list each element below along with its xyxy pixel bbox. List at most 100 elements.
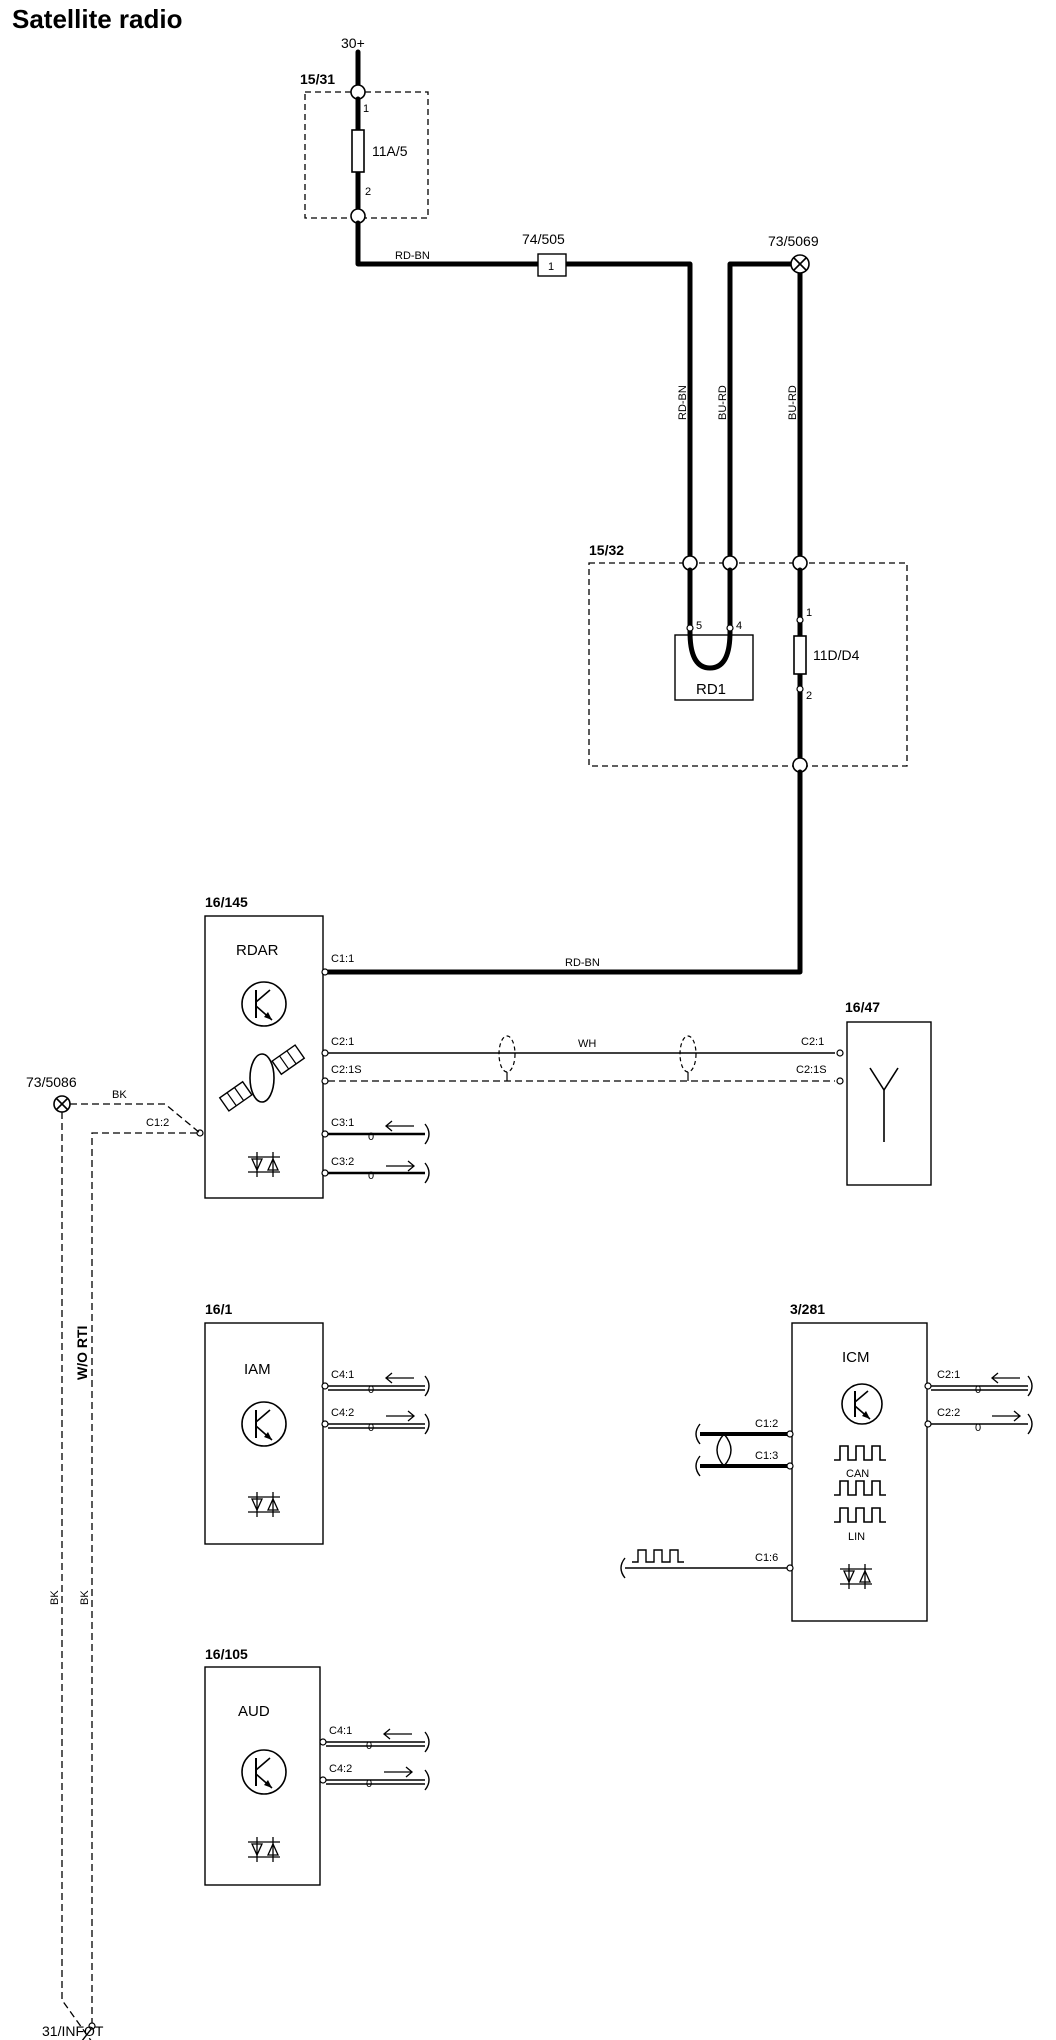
wire-break bbox=[424, 1123, 430, 1145]
twist-marker bbox=[716, 1433, 725, 1467]
icm-pin-c1-2: C1:2 bbox=[755, 1418, 778, 1430]
pin bbox=[836, 1077, 844, 1085]
arrow-right-icon bbox=[386, 1160, 416, 1172]
pin bbox=[321, 1382, 329, 1390]
pin bbox=[319, 1738, 327, 1746]
wire-break bbox=[695, 1423, 701, 1445]
fuse-box-1-id: 15/31 bbox=[300, 71, 335, 87]
transistor-icon bbox=[241, 1401, 287, 1447]
wire-break bbox=[695, 1455, 701, 1477]
satellite-icon bbox=[218, 1044, 306, 1112]
antenna-pin-c2-1s: C2:1S bbox=[796, 1064, 827, 1076]
ground-label: 31/INFOT bbox=[42, 2023, 104, 2039]
arrow-left-icon bbox=[384, 1372, 414, 1384]
fuse-1-label: 11A/5 bbox=[372, 143, 408, 159]
wire-break bbox=[620, 1557, 626, 1579]
shield-marker bbox=[498, 1035, 516, 1073]
icm-pin-c1-6: C1:6 bbox=[755, 1552, 778, 1564]
wire-label-bk-1: BK bbox=[112, 1089, 127, 1101]
transistor-icon bbox=[241, 981, 287, 1027]
shield-marker bbox=[679, 1035, 697, 1073]
relay-loop bbox=[687, 567, 733, 671]
diode-pair-icon bbox=[248, 1152, 280, 1177]
fuse-11a5-icon bbox=[351, 129, 365, 173]
wire-label-rd-bn: RD-BN bbox=[395, 250, 430, 262]
rdar-pin-c2-1: C2:1 bbox=[331, 1036, 354, 1048]
relay-label: RD1 bbox=[696, 681, 726, 698]
rdar-pin-c2-1s: C2:1S bbox=[331, 1064, 362, 1076]
aud-pin-c4-2: C4:2 bbox=[329, 1763, 352, 1775]
pin bbox=[321, 1420, 329, 1428]
wire-bu-rd-loop bbox=[727, 261, 803, 558]
wire-label-bk-2: BK bbox=[49, 1590, 61, 1605]
wire-break bbox=[424, 1162, 430, 1184]
pin bbox=[924, 1382, 932, 1390]
icm-pin-c1-3: C1:3 bbox=[755, 1450, 778, 1462]
pin bbox=[321, 1130, 329, 1138]
iam-pin-c4-1: C4:1 bbox=[331, 1369, 354, 1381]
pin bbox=[924, 1420, 932, 1428]
splice-74-505 bbox=[537, 253, 567, 277]
pin bbox=[321, 1077, 329, 1085]
iam-pin-c4-2: C4:2 bbox=[331, 1407, 354, 1419]
arrow-right-icon bbox=[386, 1410, 416, 1422]
arrow-left-icon bbox=[990, 1372, 1020, 1384]
wire-label-wh: WH bbox=[578, 1038, 596, 1050]
icm-id: 3/281 bbox=[790, 1301, 825, 1317]
wire-label-rd-bn-2: RD-BN bbox=[565, 957, 600, 969]
arrow-left-icon bbox=[382, 1728, 412, 1740]
fuse-box-2-id: 15/32 bbox=[589, 542, 624, 558]
relay-pin-b: 4 bbox=[736, 620, 742, 632]
diode-pair-icon bbox=[248, 1837, 280, 1862]
wire-label-bu-rd-v1: BU-RD bbox=[717, 385, 729, 420]
antenna-icon bbox=[869, 1067, 899, 1142]
icm-pin-c2-2: C2:2 bbox=[937, 1407, 960, 1419]
pin bbox=[836, 1049, 844, 1057]
antenna-id: 16/47 bbox=[845, 999, 880, 1015]
pin bbox=[786, 1462, 794, 1470]
aud-pin-c4-1: C4:1 bbox=[329, 1725, 352, 1737]
arrow-left-icon bbox=[384, 1120, 414, 1132]
wire-bk-left bbox=[61, 1112, 92, 2040]
fuse-box-15-31 bbox=[304, 91, 429, 219]
square-wave-icon bbox=[834, 1507, 886, 1523]
transistor-icon bbox=[241, 1749, 287, 1795]
pin bbox=[321, 1169, 329, 1177]
wire-rd-bn-rdar bbox=[322, 769, 803, 975]
wire-break bbox=[424, 1375, 430, 1397]
signal-marker: 0 bbox=[368, 1384, 374, 1396]
splice-id: 74/505 bbox=[522, 231, 565, 247]
rdar-pin-c1-1: C1:1 bbox=[331, 953, 354, 965]
signal-marker: 0 bbox=[366, 1778, 372, 1790]
fuse-pin bbox=[796, 616, 804, 624]
arrow-right-icon bbox=[384, 1766, 414, 1778]
pin bbox=[321, 968, 329, 976]
wire-bk-upper bbox=[70, 1103, 201, 1134]
page-title: Satellite radio bbox=[12, 4, 183, 34]
rdar-id: 16/145 bbox=[205, 894, 248, 910]
arrow-right-icon bbox=[992, 1410, 1022, 1422]
fuse-11d-d4-icon bbox=[793, 635, 807, 675]
relay-pin bbox=[686, 624, 694, 632]
twist-marker bbox=[723, 1433, 732, 1467]
ground-point-73-5086-icon bbox=[53, 1095, 71, 1113]
relay-pin-a: 5 bbox=[696, 620, 702, 632]
rdar-pin-c1-2: C1:2 bbox=[146, 1117, 169, 1129]
icm-bus-lin: LIN bbox=[848, 1531, 865, 1543]
iam-name: IAM bbox=[244, 1361, 271, 1378]
relay-pin bbox=[726, 624, 734, 632]
icm-module bbox=[791, 1322, 928, 1622]
icm-name: ICM bbox=[842, 1349, 870, 1366]
antenna-module bbox=[846, 1021, 932, 1186]
wire-break bbox=[424, 1413, 430, 1435]
wire-label-wo-rti: W/O RTI bbox=[74, 1326, 90, 1380]
signal-marker: 0 bbox=[368, 1170, 374, 1182]
square-wave-icon bbox=[834, 1480, 886, 1496]
ground-symbol-icon bbox=[81, 2022, 96, 2040]
wire-label-bk-3: BK bbox=[79, 1590, 91, 1605]
square-wave-icon bbox=[632, 1549, 684, 1563]
ground-point-2-id: 73/5086 bbox=[26, 1074, 77, 1090]
rdar-pin-c3-2: C3:2 bbox=[331, 1156, 354, 1168]
wire-break bbox=[1027, 1375, 1033, 1397]
pin bbox=[319, 1776, 327, 1784]
